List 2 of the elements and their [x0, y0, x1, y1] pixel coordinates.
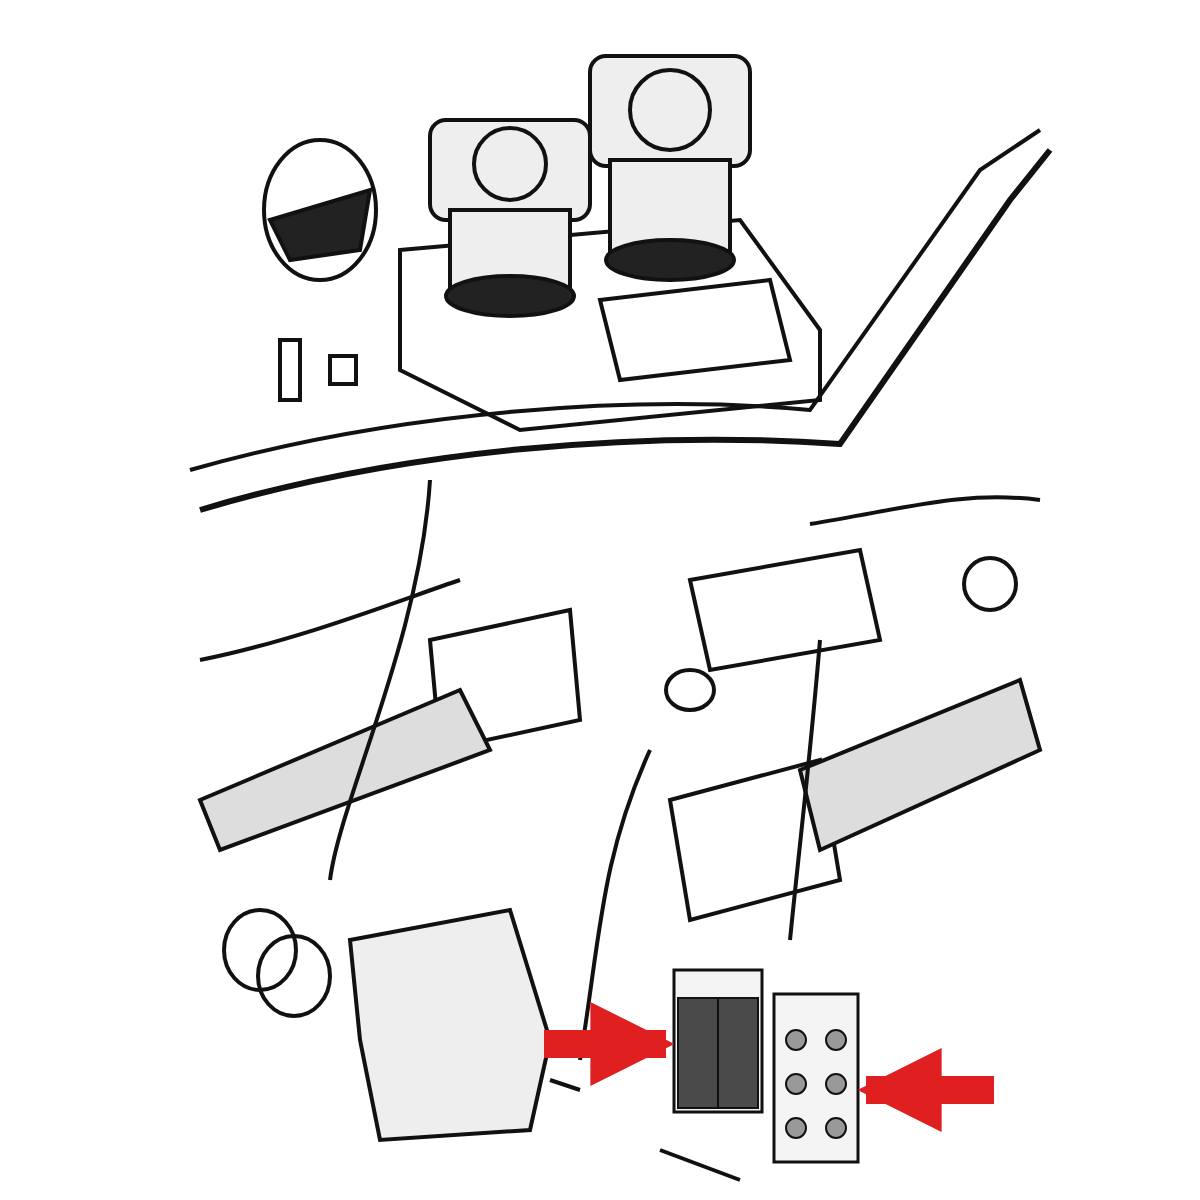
arrow	[544, 1002, 675, 1086]
arrow	[857, 1048, 994, 1132]
